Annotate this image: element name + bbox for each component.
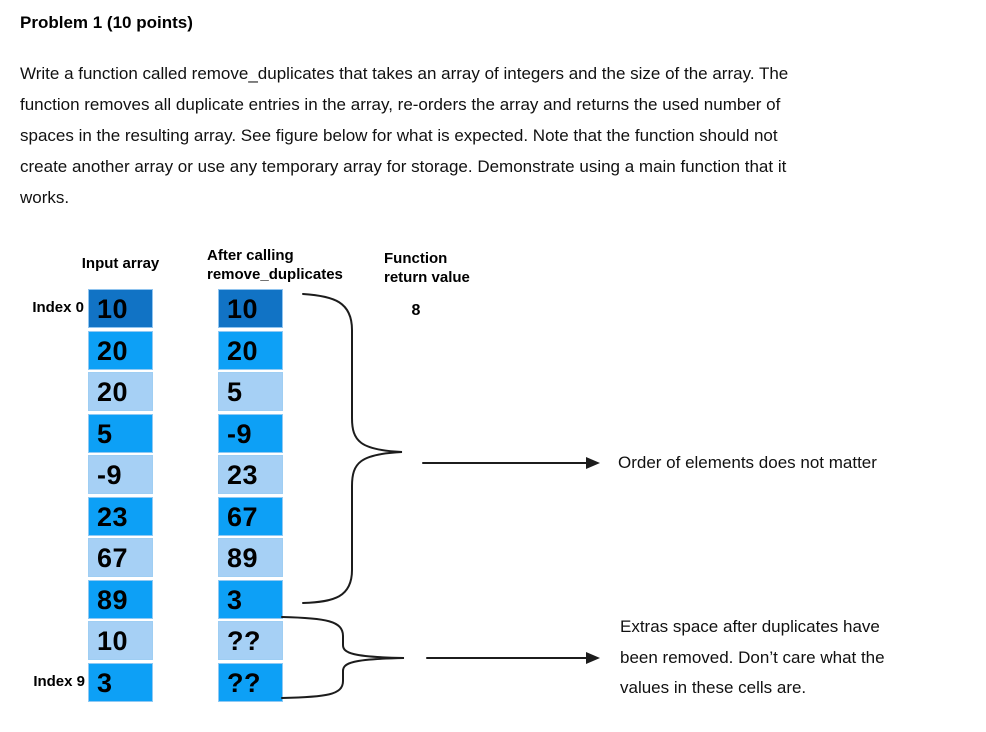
array-cell: 10 [88, 289, 153, 328]
index-0-label: Index 0 [32, 299, 84, 316]
result-header-line2: remove_duplicates [207, 266, 343, 283]
array-cell: 89 [88, 579, 153, 619]
order-annotation: Order of elements does not matter [618, 453, 877, 472]
description-line: create another array or use any temporar… [20, 157, 787, 176]
array-cell: ?? [218, 662, 283, 702]
array-cell: 89 [218, 538, 283, 577]
problem-title: Problem 1 (10 points) [20, 13, 193, 32]
extras-annotation-line: values in these cells are. [620, 678, 807, 697]
function-return-header: Function return value [384, 249, 470, 287]
array-cell: 20 [218, 330, 283, 370]
array-cell: 67 [88, 538, 153, 577]
result-header-line1: After calling [207, 247, 294, 264]
extras-arrow-head [586, 652, 600, 664]
result-array-header: After calling remove_duplicates [207, 246, 343, 284]
array-cell: 3 [88, 662, 153, 702]
array-cell: 5 [218, 372, 283, 411]
array-cell: 23 [218, 455, 283, 494]
array-cell: -9 [218, 413, 283, 453]
extras-annotation: Extras space after duplicates have been … [620, 612, 960, 704]
array-cell: 3 [218, 579, 283, 619]
description-line: works. [20, 188, 70, 207]
array-cell: ?? [218, 621, 283, 660]
array-cell: 20 [88, 330, 153, 370]
description-line: Write a function called remove_duplicate… [20, 64, 789, 83]
description-line: spaces in the resulting array. See figur… [20, 126, 778, 145]
array-cell: 23 [88, 496, 153, 536]
problem-description: Write a function called remove_duplicate… [20, 58, 970, 213]
array-cell: 5 [88, 413, 153, 453]
extra-cells-brace [281, 616, 405, 699]
input-array-header: Input array [81, 255, 160, 272]
order-arrow-head [586, 457, 600, 469]
array-cell: 10 [88, 621, 153, 660]
function-return-value: 8 [411, 302, 421, 319]
return-header-line2: return value [384, 269, 470, 286]
valid-cells-brace [302, 293, 403, 604]
return-header-line1: Function [384, 250, 448, 267]
array-cell: -9 [88, 455, 153, 494]
extras-annotation-line: Extras space after duplicates have [620, 617, 880, 636]
array-cell: 10 [218, 289, 283, 328]
array-cell: 20 [88, 372, 153, 411]
description-line: function removes all duplicate entries i… [20, 95, 781, 114]
array-cell: 67 [218, 496, 283, 536]
extras-annotation-line: been removed. Don’t care what the [620, 647, 885, 667]
index-9-label: Index 9 [33, 673, 85, 690]
